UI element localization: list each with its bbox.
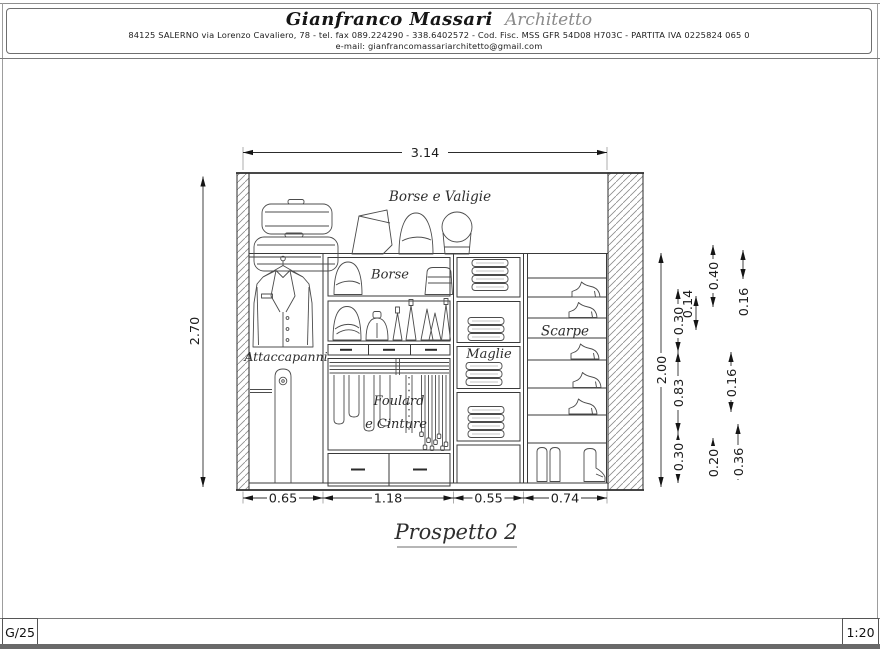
label-scarpe: Scarpe xyxy=(541,324,589,340)
svg-text:0.36: 0.36 xyxy=(732,448,747,477)
footer-divider xyxy=(0,618,880,619)
header-divider xyxy=(0,58,880,59)
sheet-top-border xyxy=(0,3,880,4)
svg-text:2.70: 2.70 xyxy=(188,317,203,346)
dim-right-chains: 2.00 0.30 0.83 0.30 0.14 0.40 0.16 xyxy=(654,245,752,487)
boots xyxy=(536,447,606,482)
floor-pole xyxy=(250,368,292,483)
svg-text:0.14: 0.14 xyxy=(681,290,696,319)
svg-text:2.00: 2.00 xyxy=(655,356,670,385)
dim-bottom-row: 0.65 1.18 0.55 0.74 xyxy=(243,491,607,507)
label-borse-valigie: Borse e Valigie xyxy=(388,189,491,205)
svg-text:0.30: 0.30 xyxy=(672,443,687,472)
svg-text:0.30: 0.30 xyxy=(672,307,687,336)
perfume-shelf-items xyxy=(332,298,451,341)
svg-text:0.16: 0.16 xyxy=(725,369,740,398)
label-foulard-1: Foulard xyxy=(373,394,425,409)
svg-text:0.65: 0.65 xyxy=(269,492,298,507)
sheet-number: G/25 xyxy=(5,624,35,640)
label-borse: Borse xyxy=(370,268,409,283)
svg-text:0.83: 0.83 xyxy=(672,379,687,408)
title-block: Gianfranco Massari Architetto 84125 SALE… xyxy=(6,8,872,54)
borse-shelf-bags xyxy=(333,261,453,295)
hanging-belts xyxy=(405,375,449,451)
dim-total-width: 3.14 xyxy=(243,145,607,161)
label-foulard-2: e Cinture xyxy=(365,417,427,432)
suitcases xyxy=(253,199,339,272)
wall-right xyxy=(607,172,644,491)
shoes xyxy=(568,281,602,415)
scale-value: 1:20 xyxy=(846,624,875,640)
svg-text:1.18: 1.18 xyxy=(374,492,403,507)
sheet-left-border xyxy=(2,3,3,644)
svg-text:0.55: 0.55 xyxy=(474,492,503,507)
drawing-title: Prospetto 2 xyxy=(393,520,518,548)
closet-items xyxy=(250,199,606,483)
label-attaccapanni: Attaccapanni xyxy=(243,349,327,364)
svg-text:0.40: 0.40 xyxy=(707,262,722,291)
svg-text:0.74: 0.74 xyxy=(551,492,580,507)
svg-text:Prospetto 2: Prospetto 2 xyxy=(393,520,517,544)
svg-text:0.16: 0.16 xyxy=(737,288,752,317)
drawer-handles xyxy=(340,348,437,471)
compartment-labels: Borse e Valigie Borse Attaccapanni Magli… xyxy=(243,189,589,432)
sheet-right-border xyxy=(877,3,878,644)
foulard-rod xyxy=(329,359,449,375)
architect-name: Gianfranco Massari xyxy=(285,9,493,30)
closet-structure xyxy=(249,253,608,487)
dim-total-height: 2.70 xyxy=(188,176,206,487)
hanging-scarves xyxy=(333,375,391,432)
sheet-number-box: G/25 xyxy=(2,618,38,646)
architect-name-row: Gianfranco Massari Architetto xyxy=(7,10,871,30)
coat-hanger-jacket xyxy=(252,255,314,348)
architect-email: e-mail: gianfrancomassariarchitetto@gmai… xyxy=(335,41,543,51)
architect-profession: Architetto xyxy=(505,10,593,30)
scale-box: 1:20 xyxy=(842,618,879,646)
label-maglie: Maglie xyxy=(465,347,512,362)
sheet-bottom-bar xyxy=(0,644,880,649)
wall-left xyxy=(236,172,250,491)
architect-address: 84125 SALERNO via Lorenzo Cavaliero, 78 … xyxy=(128,30,750,40)
dimensions: 3.14 2.70 0.65 1.18 0.55 0.74 xyxy=(188,145,752,507)
top-shelf-bags xyxy=(351,209,473,255)
svg-text:3.14: 3.14 xyxy=(411,146,440,161)
closet-outline xyxy=(236,172,644,491)
svg-text:0.20: 0.20 xyxy=(707,449,722,478)
